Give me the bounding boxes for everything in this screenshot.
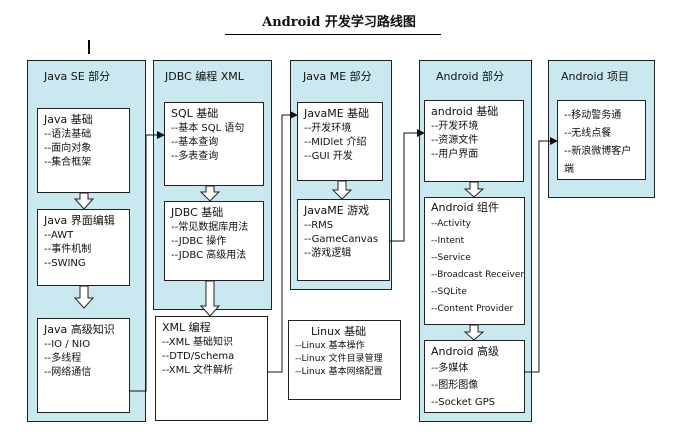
box-item: --Broadcast Receiver: [431, 270, 525, 280]
box-item: --事件机制: [44, 244, 92, 255]
box-item: --Linux 基本操作: [295, 341, 365, 351]
box-item: --GameCanvas: [304, 234, 379, 245]
box-javame-games: JavaME 游戏 --RMS --GameCanvas --游戏逻辑: [297, 199, 390, 281]
box-item: --新浪微博客户: [564, 146, 632, 157]
box-title: Java 高级知识: [44, 323, 115, 336]
down-arrow-java-2: [73, 285, 95, 309]
down-arrow-jdbc-1: [199, 185, 221, 202]
box-item: --开发环境: [431, 121, 479, 132]
box-java-gui: Java 界面编辑 --AWT --事件机制 --SWING: [37, 209, 130, 286]
box-item: --多表查询: [171, 151, 219, 162]
box-item: --XML 文件解析: [162, 365, 233, 376]
box-item: --Linux 基本网络配置: [295, 367, 383, 377]
box-projects: --移动警务通 --无线点餐 --新浪微博客户 端: [557, 100, 646, 180]
box-item: --DTD/Schema: [162, 351, 235, 362]
down-arrow-android-1: [463, 181, 485, 198]
box-item: --移动警务通: [564, 110, 622, 121]
box-item: --基本 SQL 语句: [171, 123, 245, 134]
down-arrow-java-1: [73, 192, 95, 210]
box-title: SQL 基础: [171, 107, 219, 120]
box-item: --面向对象: [44, 143, 92, 154]
box-item: 端: [564, 164, 574, 175]
box-xml: XML 编程 --XML 基础知识 --DTD/Schema --XML 文件解…: [155, 316, 268, 421]
box-item: --图形图像: [431, 380, 479, 391]
box-item: --语法基础: [44, 129, 92, 140]
down-arrow-javame: [331, 180, 353, 200]
box-java-basics: Java 基础 --语法基础 --面向对象 --集合框架: [37, 108, 130, 193]
box-java-advanced: Java 高级知识 --IO / NIO --多线程 --网络通信: [37, 318, 130, 413]
box-item: --多媒体: [431, 363, 469, 374]
box-title: Linux 基础: [311, 325, 367, 338]
box-item: --多线程: [44, 353, 82, 364]
connector-javame-to-android: [390, 129, 425, 242]
box-item: --游戏逻辑: [304, 248, 352, 259]
box-title: JDBC 基础: [171, 206, 224, 219]
box-item: --SWING: [44, 258, 86, 269]
column-label-android: Android 部分: [436, 70, 505, 83]
diagram-title: Android 开发学习路线图: [262, 15, 416, 30]
column-label-java-me: Java ME 部分: [303, 70, 372, 83]
column-label-jdbc-xml: JDBC 编程 XML: [165, 70, 244, 83]
box-title: Java 界面编辑: [44, 214, 115, 227]
box-item: --MIDlet 介绍: [304, 137, 367, 148]
box-title: Android 组件: [431, 201, 500, 214]
box-item: --Linux 文件目录管理: [295, 354, 383, 364]
box-item: --无线点餐: [564, 128, 612, 139]
box-item: --JDBC 操作: [171, 236, 227, 247]
box-item: --IO / NIO: [44, 339, 91, 350]
box-item: --GUI 开发: [304, 151, 353, 162]
box-item: --RMS: [304, 220, 334, 231]
box-item: --用户界面: [431, 149, 479, 160]
box-jdbc-basics: JDBC 基础 --常见数据库用法 --JDBC 操作 --JDBC 高级用法: [164, 201, 264, 281]
box-android-basics: android 基础 --开发环境 --资源文件 --用户界面: [424, 100, 524, 182]
box-item: --Service: [431, 253, 471, 263]
box-sql-basics: SQL 基础 --基本 SQL 语句 --基本查询 --多表查询: [164, 102, 264, 186]
box-item: --SQLite: [431, 287, 467, 297]
box-android-advanced: Android 高级 --多媒体 --图形图像 --Socket GPS: [424, 340, 525, 413]
title-underline: [225, 34, 441, 35]
box-item: --Content Provider: [431, 304, 514, 314]
box-item: --网络通信: [44, 367, 92, 378]
connector-android-to-projects: [525, 137, 558, 373]
box-item: --资源文件: [431, 135, 479, 146]
box-item: --Activity: [431, 219, 471, 229]
box-item: --集合框架: [44, 157, 92, 168]
connector-javase-to-sql: [130, 131, 165, 392]
down-arrow-android-2: [463, 324, 485, 341]
box-item: --Socket GPS: [431, 397, 495, 408]
connector-xml-to-javame: [268, 111, 298, 373]
box-android-components: Android 组件 --Activity --Intent --Service…: [424, 197, 525, 325]
box-title: JavaME 游戏: [304, 204, 370, 217]
column-label-android-project: Android 项目: [561, 70, 630, 83]
box-item: --开发环境: [304, 123, 352, 134]
box-item: --XML 基础知识: [162, 337, 233, 348]
box-title: JavaME 基础: [304, 107, 370, 120]
box-item: --AWT: [44, 230, 74, 241]
column-label-java-se: Java SE 部分: [44, 70, 111, 83]
box-linux: Linux 基础 --Linux 基本操作 --Linux 文件目录管理 --L…: [288, 320, 401, 400]
text-cursor: [88, 40, 90, 54]
box-title: android 基础: [431, 105, 499, 118]
box-title: XML 编程: [162, 321, 211, 334]
box-item: --Intent: [431, 236, 465, 246]
box-title: Java 基础: [44, 113, 93, 126]
down-arrow-jdbc-2: [199, 280, 221, 317]
box-javame-basics: JavaME 基础 --开发环境 --MIDlet 介绍 --GUI 开发: [297, 102, 383, 181]
box-item: --JDBC 高级用法: [171, 250, 247, 261]
box-item: --常见数据库用法: [171, 222, 249, 233]
box-title: Android 高级: [431, 345, 500, 358]
box-item: --基本查询: [171, 137, 219, 148]
